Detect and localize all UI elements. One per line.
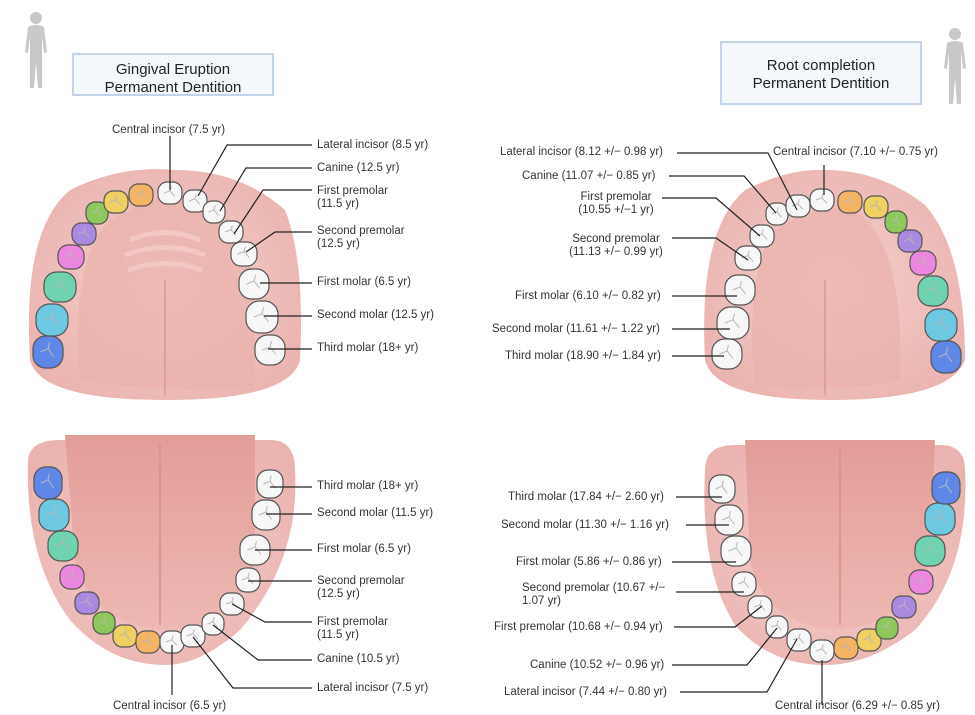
tooth-upper-left-white: [203, 201, 225, 223]
label-ur-lateral-incisor: Lateral incisor (8.12 +/− 0.98 yr): [500, 146, 663, 159]
tooth-upper-right-colored: [910, 251, 936, 275]
tooth-lower-left-colored: [75, 592, 99, 614]
tooth-lower-right-colored: [909, 570, 933, 594]
label-ur-canine: Canine (11.07 +/− 0.85 yr): [522, 170, 655, 183]
label-ul-second-molar: Second molar (12.5 yr): [317, 309, 434, 322]
tooth-upper-left-colored: [104, 191, 128, 213]
label-ul-first-molar: First molar (6.5 yr): [317, 276, 411, 289]
tooth-upper-right-colored: [885, 211, 907, 233]
tooth-upper-left-white: [231, 242, 257, 266]
label-lr-second-molar: Second molar (11.30 +/− 1.16 yr): [501, 519, 681, 532]
root-title-line2: Permanent Dentition: [722, 75, 920, 93]
root-title-line1: Root completion: [722, 57, 920, 75]
tooth-upper-right-colored: [898, 230, 922, 252]
label-ll-lateral-incisor: Lateral incisor (7.5 yr): [317, 682, 428, 695]
label-ll-central-incisor: Central incisor (6.5 yr): [113, 700, 226, 713]
tooth-upper-right-white: [810, 189, 834, 211]
tooth-upper-left-colored: [129, 184, 153, 206]
tooth-lower-right-colored: [915, 536, 945, 566]
tooth-lower-right-colored: [932, 472, 960, 504]
label-ll-third-molar: Third molar (18+ yr): [317, 480, 418, 493]
tooth-lower-left-white: [181, 625, 205, 647]
label-lr-second-premolar: Second premolar (10.67 +/− 1.07 yr): [522, 582, 682, 608]
tooth-lower-right-white: [787, 629, 811, 651]
label-ur-first-premolar: First premolar (10.55 +/−1 yr): [574, 191, 658, 217]
label-ul-canine: Canine (12.5 yr): [317, 162, 399, 175]
label-ll-first-premolar: First premolar (11.5 yr): [317, 616, 407, 642]
label-ul-first-premolar: First premolar (11.5 yr): [317, 185, 407, 211]
tooth-lower-left-colored: [34, 467, 62, 499]
tooth-upper-left-white: [219, 221, 243, 243]
tooth-upper-right-white: [712, 339, 742, 369]
tooth-lower-right-colored: [876, 617, 898, 639]
label-ll-canine: Canine (10.5 yr): [317, 653, 399, 666]
tooth-lower-right-colored: [834, 637, 858, 659]
tooth-upper-right-white: [735, 246, 761, 270]
tooth-lower-left-colored: [60, 565, 84, 589]
label-ll-first-molar: First molar (6.5 yr): [317, 543, 411, 556]
tooth-upper-left-colored: [44, 272, 76, 302]
label-lr-canine: Canine (10.52 +/− 0.96 yr): [530, 659, 664, 672]
eruption-title-line2: Permanent Dentition: [74, 79, 272, 97]
tooth-upper-left-white: [255, 335, 285, 365]
tooth-upper-left-white: [246, 301, 278, 333]
tooth-upper-right-colored: [931, 341, 961, 373]
tooth-lower-left-white: [257, 470, 283, 498]
tooth-lower-right-colored: [925, 503, 955, 535]
tooth-lower-right-white: [709, 475, 735, 503]
human-figure-icon: [25, 12, 47, 88]
tooth-upper-right-colored: [925, 309, 957, 341]
tooth-upper-left-colored: [36, 304, 68, 336]
tooth-lower-left-colored: [113, 625, 137, 647]
eruption-title-line1: Gingival Eruption: [74, 61, 272, 79]
label-ll-second-premolar: Second premolar (12.5 yr): [317, 575, 417, 601]
label-lr-first-premolar: First premolar (10.68 +/− 0.94 yr): [494, 621, 663, 634]
tooth-upper-right-colored: [838, 191, 862, 213]
tooth-upper-left-colored: [33, 336, 63, 368]
tooth-upper-right-white: [750, 225, 774, 247]
human-figure-icon: [944, 28, 966, 104]
label-ur-second-molar: Second molar (11.61 +/− 1.22 yr): [492, 323, 660, 336]
tooth-lower-left-colored: [39, 499, 69, 531]
tooth-lower-left-white: [252, 500, 280, 530]
label-lr-third-molar: Third molar (17.84 +/− 2.60 yr): [508, 491, 664, 504]
tooth-lower-left-colored: [48, 531, 78, 561]
tooth-upper-left-white: [239, 269, 269, 299]
eruption-title-box: Gingival Eruption Permanent Dentition: [72, 53, 274, 96]
tooth-upper-right-white: [786, 195, 810, 217]
tooth-upper-right-white: [766, 203, 788, 225]
label-lr-central-incisor: Central incisor (6.29 +/− 0.85 yr): [775, 700, 940, 713]
tooth-upper-right-colored: [864, 196, 888, 218]
tooth-lower-right-white: [766, 616, 788, 638]
label-ul-central-incisor: Central incisor (7.5 yr): [112, 124, 225, 137]
label-ul-third-molar: Third molar (18+ yr): [317, 342, 418, 355]
label-ll-second-molar: Second molar (11.5 yr): [317, 507, 433, 520]
label-lr-first-molar: First molar (5.86 +/− 0.86 yr): [516, 556, 662, 569]
tooth-lower-right-white: [715, 505, 743, 535]
tooth-lower-right-colored: [892, 596, 916, 618]
label-ur-second-premolar: Second premolar (11.13 +/− 0.99 yr): [563, 233, 669, 259]
tooth-upper-right-colored: [918, 276, 948, 306]
label-ur-central-incisor: Central incisor (7.10 +/− 0.75 yr): [773, 146, 943, 159]
label-lr-lateral-incisor: Lateral incisor (7.44 +/− 0.80 yr): [504, 686, 667, 699]
label-ur-first-molar: First molar (6.10 +/− 0.82 yr): [515, 290, 661, 303]
tooth-upper-right-white: [717, 307, 749, 339]
tooth-upper-left-colored: [72, 223, 96, 245]
tooth-upper-right-white: [725, 275, 755, 305]
tooth-lower-left-colored: [93, 612, 115, 634]
label-ur-third-molar: Third molar (18.90 +/− 1.84 yr): [505, 350, 661, 363]
label-ul-lateral-incisor: Lateral incisor (8.5 yr): [317, 139, 428, 152]
tooth-lower-left-colored: [136, 631, 160, 653]
tooth-upper-left-colored: [58, 245, 84, 269]
tooth-lower-right-white: [810, 640, 834, 662]
tooth-lower-left-white: [236, 568, 260, 592]
label-ul-second-premolar: Second premolar (12.5 yr): [317, 225, 417, 251]
root-title-box: Root completion Permanent Dentition: [720, 41, 922, 105]
